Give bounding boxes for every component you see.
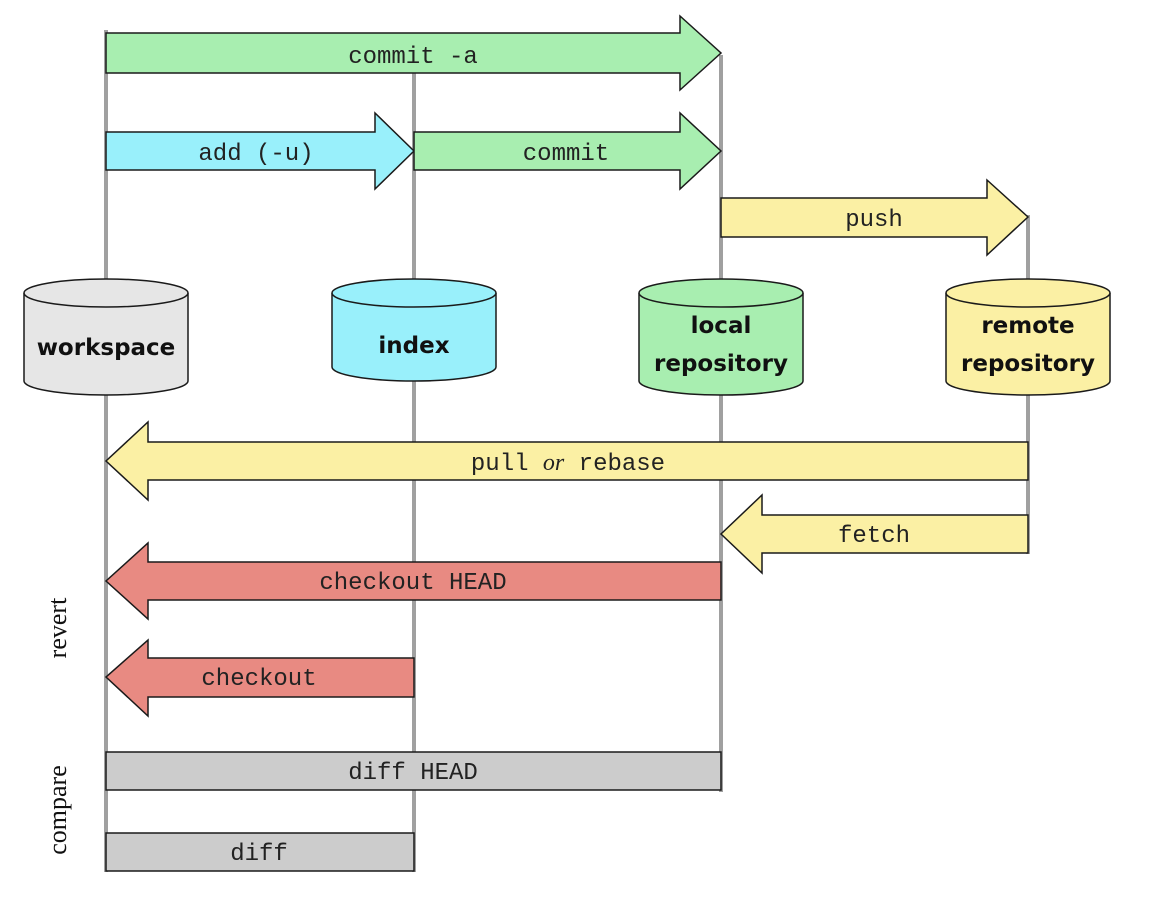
workspace-cylinder-top	[23, 278, 189, 308]
pull-word: pull	[471, 451, 543, 478]
push-arrow: push	[720, 178, 1030, 257]
checkout-shape	[104, 638, 415, 718]
stores: workspace index local repository remote …	[23, 278, 1111, 396]
push-shape	[720, 178, 1030, 257]
index-cylinder	[331, 293, 497, 382]
fetch-arrow: fetch	[719, 493, 1029, 575]
revert-side-label: revert	[43, 597, 72, 658]
local-repository-cylinder-top	[638, 278, 804, 308]
diff-shape	[105, 832, 415, 872]
add-label: add (-u)	[198, 141, 313, 168]
pull-rebase-label: pull or rebase	[471, 450, 665, 478]
commit-label: commit	[523, 141, 609, 168]
fetch-shape	[719, 493, 1029, 575]
local-repository-store: local repository	[638, 278, 804, 396]
remote-label-line2: repository	[961, 351, 1095, 377]
checkout-arrow: checkout	[104, 638, 415, 718]
rebase-word: rebase	[564, 451, 665, 478]
commit-shape	[413, 111, 723, 191]
local-label-line1: local	[691, 313, 752, 339]
index-label: index	[378, 333, 449, 359]
remote-repository-store: remote repository	[945, 278, 1111, 396]
index-store: index	[331, 278, 497, 382]
local-repository-cylinder	[638, 293, 804, 396]
workspace-label: workspace	[37, 335, 176, 361]
remote-repository-cylinder-top	[945, 278, 1111, 308]
add-arrow: add (-u)	[105, 111, 416, 191]
checkout-head-label: checkout HEAD	[319, 570, 506, 597]
local-label-line2: repository	[654, 351, 788, 377]
diff-bar: diff	[105, 832, 415, 872]
workspace-cylinder	[23, 293, 189, 396]
remote-repository-cylinder	[945, 293, 1111, 396]
fetch-label: fetch	[838, 523, 910, 550]
index-cylinder-top	[331, 278, 497, 308]
diff-head-shape	[105, 751, 722, 791]
checkout-label: checkout	[201, 666, 316, 693]
workspace-store: workspace	[23, 278, 189, 396]
operations: commit -a add (-u) commit push pull or r…	[104, 14, 1030, 872]
diff-head-label: diff HEAD	[348, 760, 478, 787]
commit-a-arrow: commit -a	[105, 14, 723, 92]
commit-arrow: commit	[413, 111, 723, 191]
push-label: push	[845, 207, 903, 234]
pull-rebase-shape	[104, 420, 1029, 502]
pull-rebase-arrow: pull or rebase	[104, 420, 1029, 502]
diff-label: diff	[230, 841, 288, 868]
remote-label-line1: remote	[981, 313, 1074, 339]
checkout-head-arrow: checkout HEAD	[104, 541, 722, 621]
diff-head-bar: diff HEAD	[105, 751, 722, 791]
add-shape	[105, 111, 416, 191]
commit-a-label: commit -a	[348, 44, 478, 71]
compare-side-label: compare	[43, 765, 72, 855]
checkout-head-shape	[104, 541, 722, 621]
commit-a-shape	[105, 14, 723, 92]
or-word: or	[543, 450, 565, 476]
